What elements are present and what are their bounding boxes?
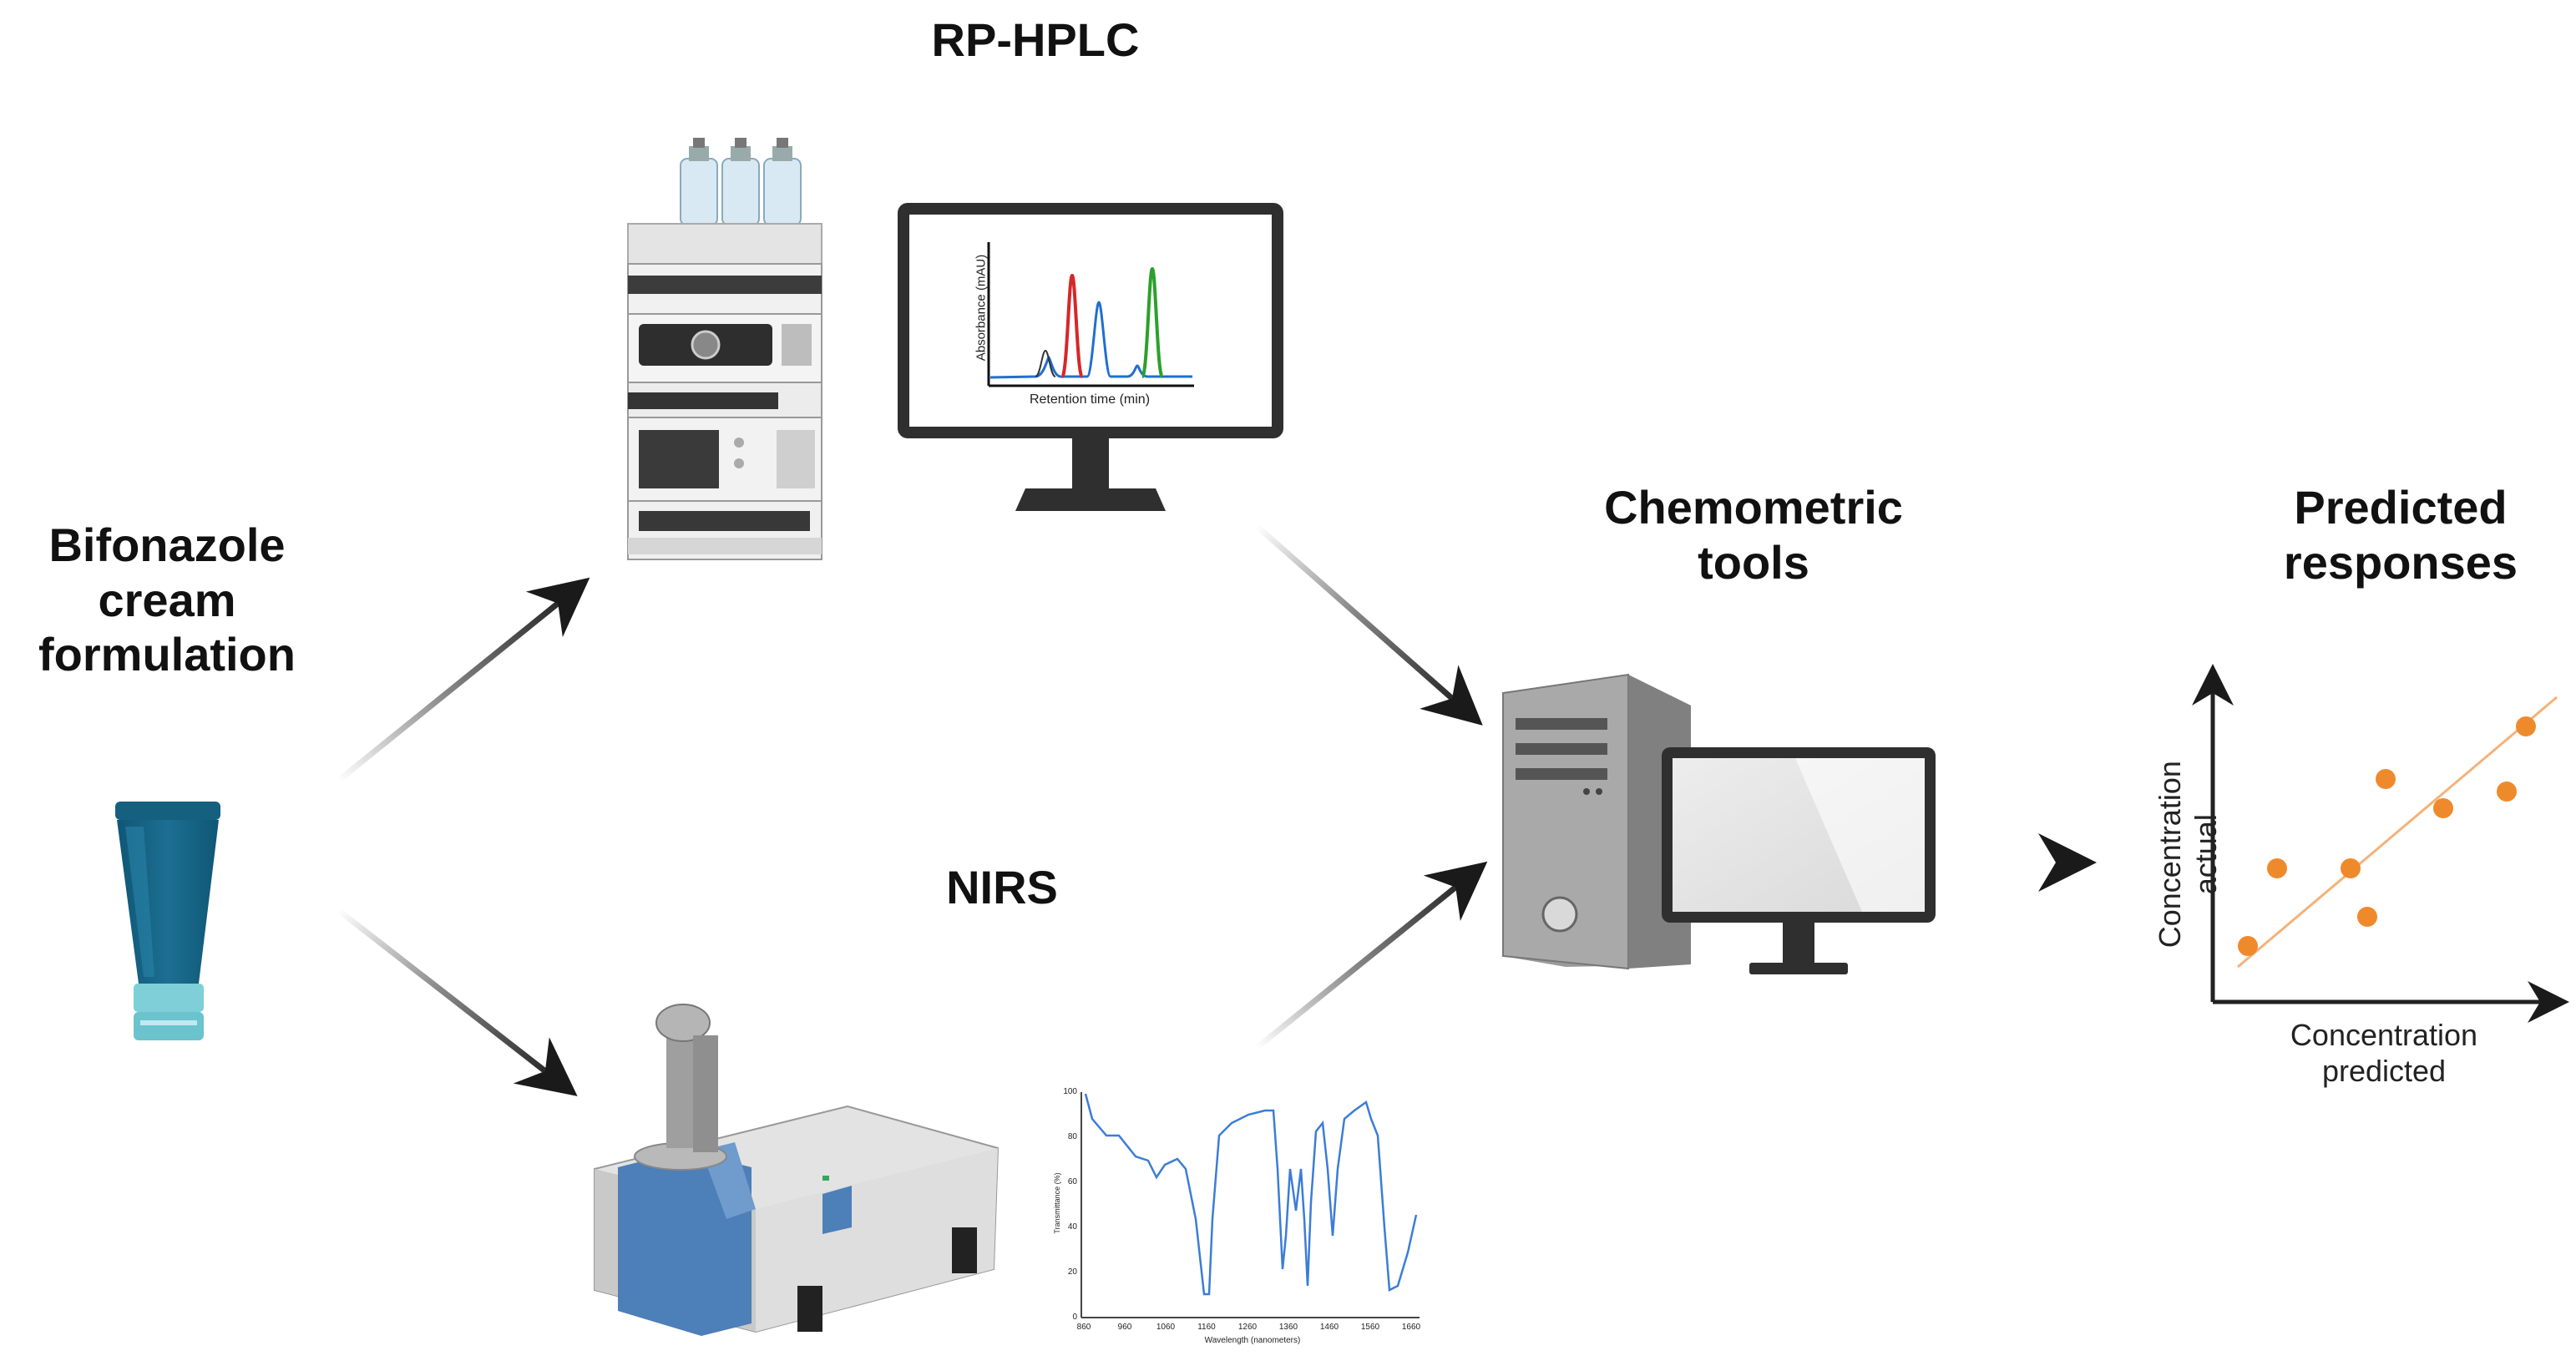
hplc-monitor-icon [898,203,1283,511]
scatter-ylabel-line2: actual [2189,814,2223,895]
scatter-point [2357,907,2377,927]
nir-y-tick-label: 20 [1067,1267,1077,1277]
scatter-ylabel-line1: Concentration [2152,761,2187,949]
nir-y-tick-label: 60 [1067,1177,1077,1186]
chemometric-title-line1: Chemometric [1604,481,1903,534]
cream-title-line1: Bifonazole [48,519,286,571]
scatter-trend-line [2237,696,2558,969]
cream-tube-icon [115,802,220,1040]
predicted-title: Predicted responses [2246,480,2555,589]
nir-spectrum-trace [1084,1093,1418,1296]
chemometrics-computer-icon [1502,673,1936,974]
chromatogram-green-peak [1141,266,1164,378]
predicted-title-line1: Predicted [2294,481,2508,534]
predicted-title-line2: responses [2283,535,2518,589]
hplc-instrument-icon [627,138,822,560]
predicted-scatter-chart [2192,664,2569,1023]
nir-y-tick-label: 40 [1067,1222,1077,1232]
chromatogram-ylabel: Absorbance (mAU) [974,254,989,362]
nirs-instrument-icon [594,1004,1000,1336]
nir-y-tick-label: 0 [1072,1313,1077,1322]
arrows [336,524,2097,1096]
scatter-xlabel-line2: predicted [2321,1054,2447,1089]
arrow-cream-to-hplc [336,577,590,783]
scatter-ylabel: Concentration actual [2152,721,2224,988]
nir-spectrum-chart [1081,1092,1420,1318]
scatter-point [2433,798,2453,818]
nir-x-tick-label: 1460 [1319,1323,1339,1332]
cream-title-line2: cream [98,573,236,626]
scatter-point [2516,716,2536,736]
scatter-point [2341,858,2361,878]
scatter-point [2376,769,2396,789]
nir-x-tick-label: 1260 [1237,1323,1258,1332]
scatter-xlabel-line1: Concentration [2290,1018,2478,1052]
scatter-xlabel: Concentration predicted [2255,1017,2513,1089]
nir-x-tick-label: 960 [1117,1323,1132,1332]
scatter-point [2238,936,2258,956]
nir-x-tick-label: 1060 [1156,1323,1176,1332]
cream-title: Bifonazole cream formulation [17,518,317,682]
scatter-point [2497,782,2517,802]
nir-x-tick-label: 1660 [1401,1323,1421,1332]
arrow-hplc-to-chemometrics [1254,524,1483,726]
hplc-title: RP-HPLC [931,13,1140,66]
chemometric-title: Chemometric tools [1570,480,1937,589]
nir-x-tick-label: 1360 [1278,1323,1298,1332]
nir-ylabel: Transmittance (%) [1053,1172,1061,1234]
nir-y-tick-label: 80 [1067,1132,1077,1141]
scatter-point [2267,858,2287,878]
chromatogram-xlabel: Retention time (min) [1029,392,1151,407]
arrow-nirs-to-chemometrics [1254,861,1488,1050]
cream-title-line3: formulation [38,628,296,681]
chemometric-title-line2: tools [1698,535,1809,589]
nir-x-tick-label: 1160 [1197,1323,1216,1332]
chromatogram-red-peak [1060,273,1084,378]
nir-xlabel: Wavelength (nanometers) [1204,1336,1301,1345]
nir-y-tick-label: 100 [1063,1087,1077,1096]
nir-x-tick-label: 1560 [1360,1323,1380,1332]
nirs-title: NIRS [946,861,1058,913]
arrow-cream-to-nirs [336,908,578,1096]
nir-x-tick-label: 860 [1076,1323,1091,1332]
